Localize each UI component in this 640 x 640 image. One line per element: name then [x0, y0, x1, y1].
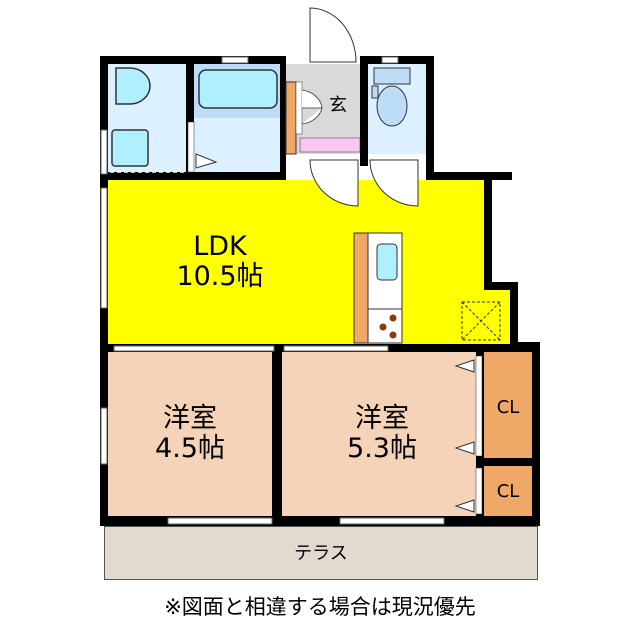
western-room-2-label: 洋室 5.3帖: [312, 404, 452, 463]
entrance-label: 玄: [329, 95, 347, 116]
western-room-1-label: 洋室 4.5帖: [120, 404, 260, 463]
ldk-size: 10.5帖: [176, 260, 264, 292]
ldk-name: LDK: [193, 231, 247, 262]
western-room-2-name: 洋室: [355, 403, 409, 434]
terrace: [104, 526, 538, 580]
terrace-label: テラス: [294, 543, 348, 564]
closet-2-label: CL: [496, 481, 520, 502]
ldk-room-lower: [108, 290, 512, 344]
western-room-1-name: 洋室: [163, 403, 217, 434]
closet-2: [484, 466, 532, 516]
closet-1-label: CL: [496, 397, 520, 418]
ldk-label: LDK 10.5帖: [150, 232, 290, 291]
western-room-2-size: 5.3帖: [347, 432, 417, 464]
western-room-1: [108, 352, 272, 516]
disclaimer-note: ※図面と相違する場合は現況優先: [164, 595, 476, 619]
western-room-1-size: 4.5帖: [155, 432, 225, 464]
western-room-2: [282, 352, 478, 516]
closet-1: [484, 352, 532, 458]
